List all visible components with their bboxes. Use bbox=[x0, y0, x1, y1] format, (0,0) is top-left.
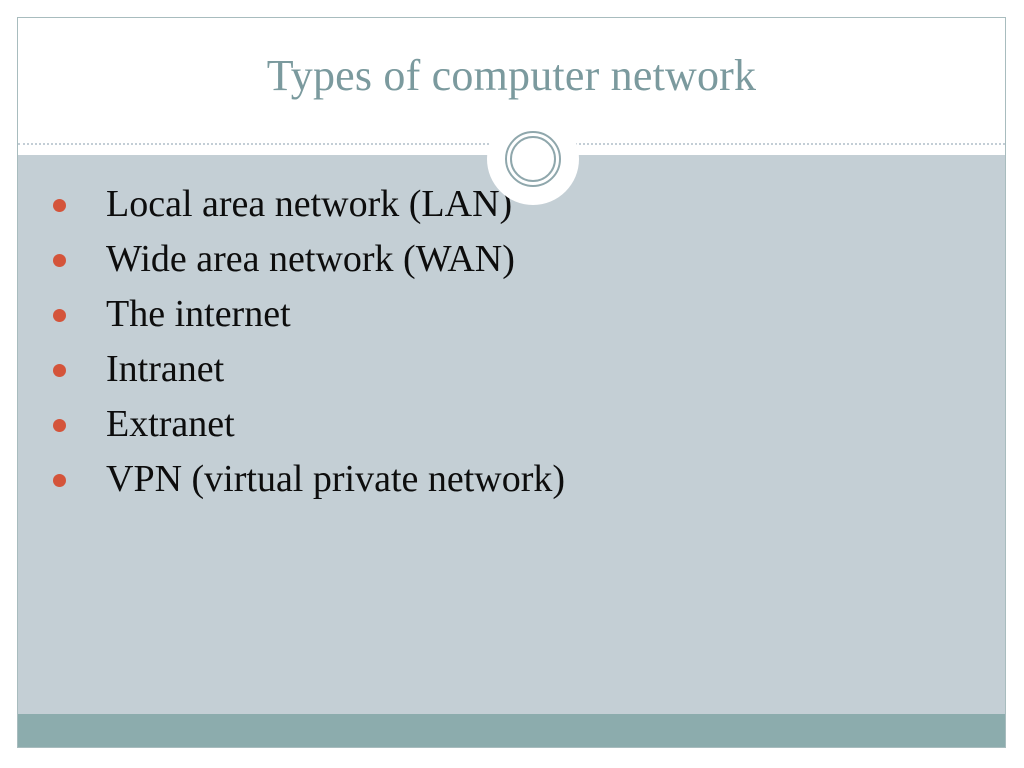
page-title: Types of computer network bbox=[266, 51, 757, 100]
slide: Types of computer network Local area net… bbox=[17, 17, 1006, 748]
list-item-label: VPN (virtual private network) bbox=[106, 458, 566, 500]
bullet-list: Local area network (LAN) Wide area netwo… bbox=[46, 177, 976, 507]
bullet-dot-icon bbox=[53, 254, 66, 267]
list-item-label: Wide area network (WAN) bbox=[106, 238, 515, 280]
list-item: Wide area network (WAN) bbox=[46, 232, 976, 287]
bullet-dot-icon bbox=[53, 474, 66, 487]
list-item: Local area network (LAN) bbox=[46, 177, 976, 232]
bullet-dot-icon bbox=[53, 364, 66, 377]
bullet-dot-icon bbox=[53, 309, 66, 322]
bullet-dot-icon bbox=[53, 419, 66, 432]
list-item: VPN (virtual private network) bbox=[46, 452, 976, 507]
list-item-label: Local area network (LAN) bbox=[106, 183, 513, 225]
bullet-dot-icon bbox=[53, 199, 66, 212]
list-item: Extranet bbox=[46, 397, 976, 452]
double-ring-circle-icon bbox=[487, 113, 579, 205]
ring-outer bbox=[505, 131, 561, 187]
list-item: The internet bbox=[46, 287, 976, 342]
list-item-label: Extranet bbox=[106, 403, 235, 445]
list-item: Intranet bbox=[46, 342, 976, 397]
list-item-label: Intranet bbox=[106, 348, 225, 390]
list-item-label: The internet bbox=[106, 293, 291, 335]
slide-footer-band bbox=[18, 714, 1005, 747]
slide-body: Local area network (LAN) Wide area netwo… bbox=[18, 155, 1005, 714]
ring-inner bbox=[510, 136, 556, 182]
